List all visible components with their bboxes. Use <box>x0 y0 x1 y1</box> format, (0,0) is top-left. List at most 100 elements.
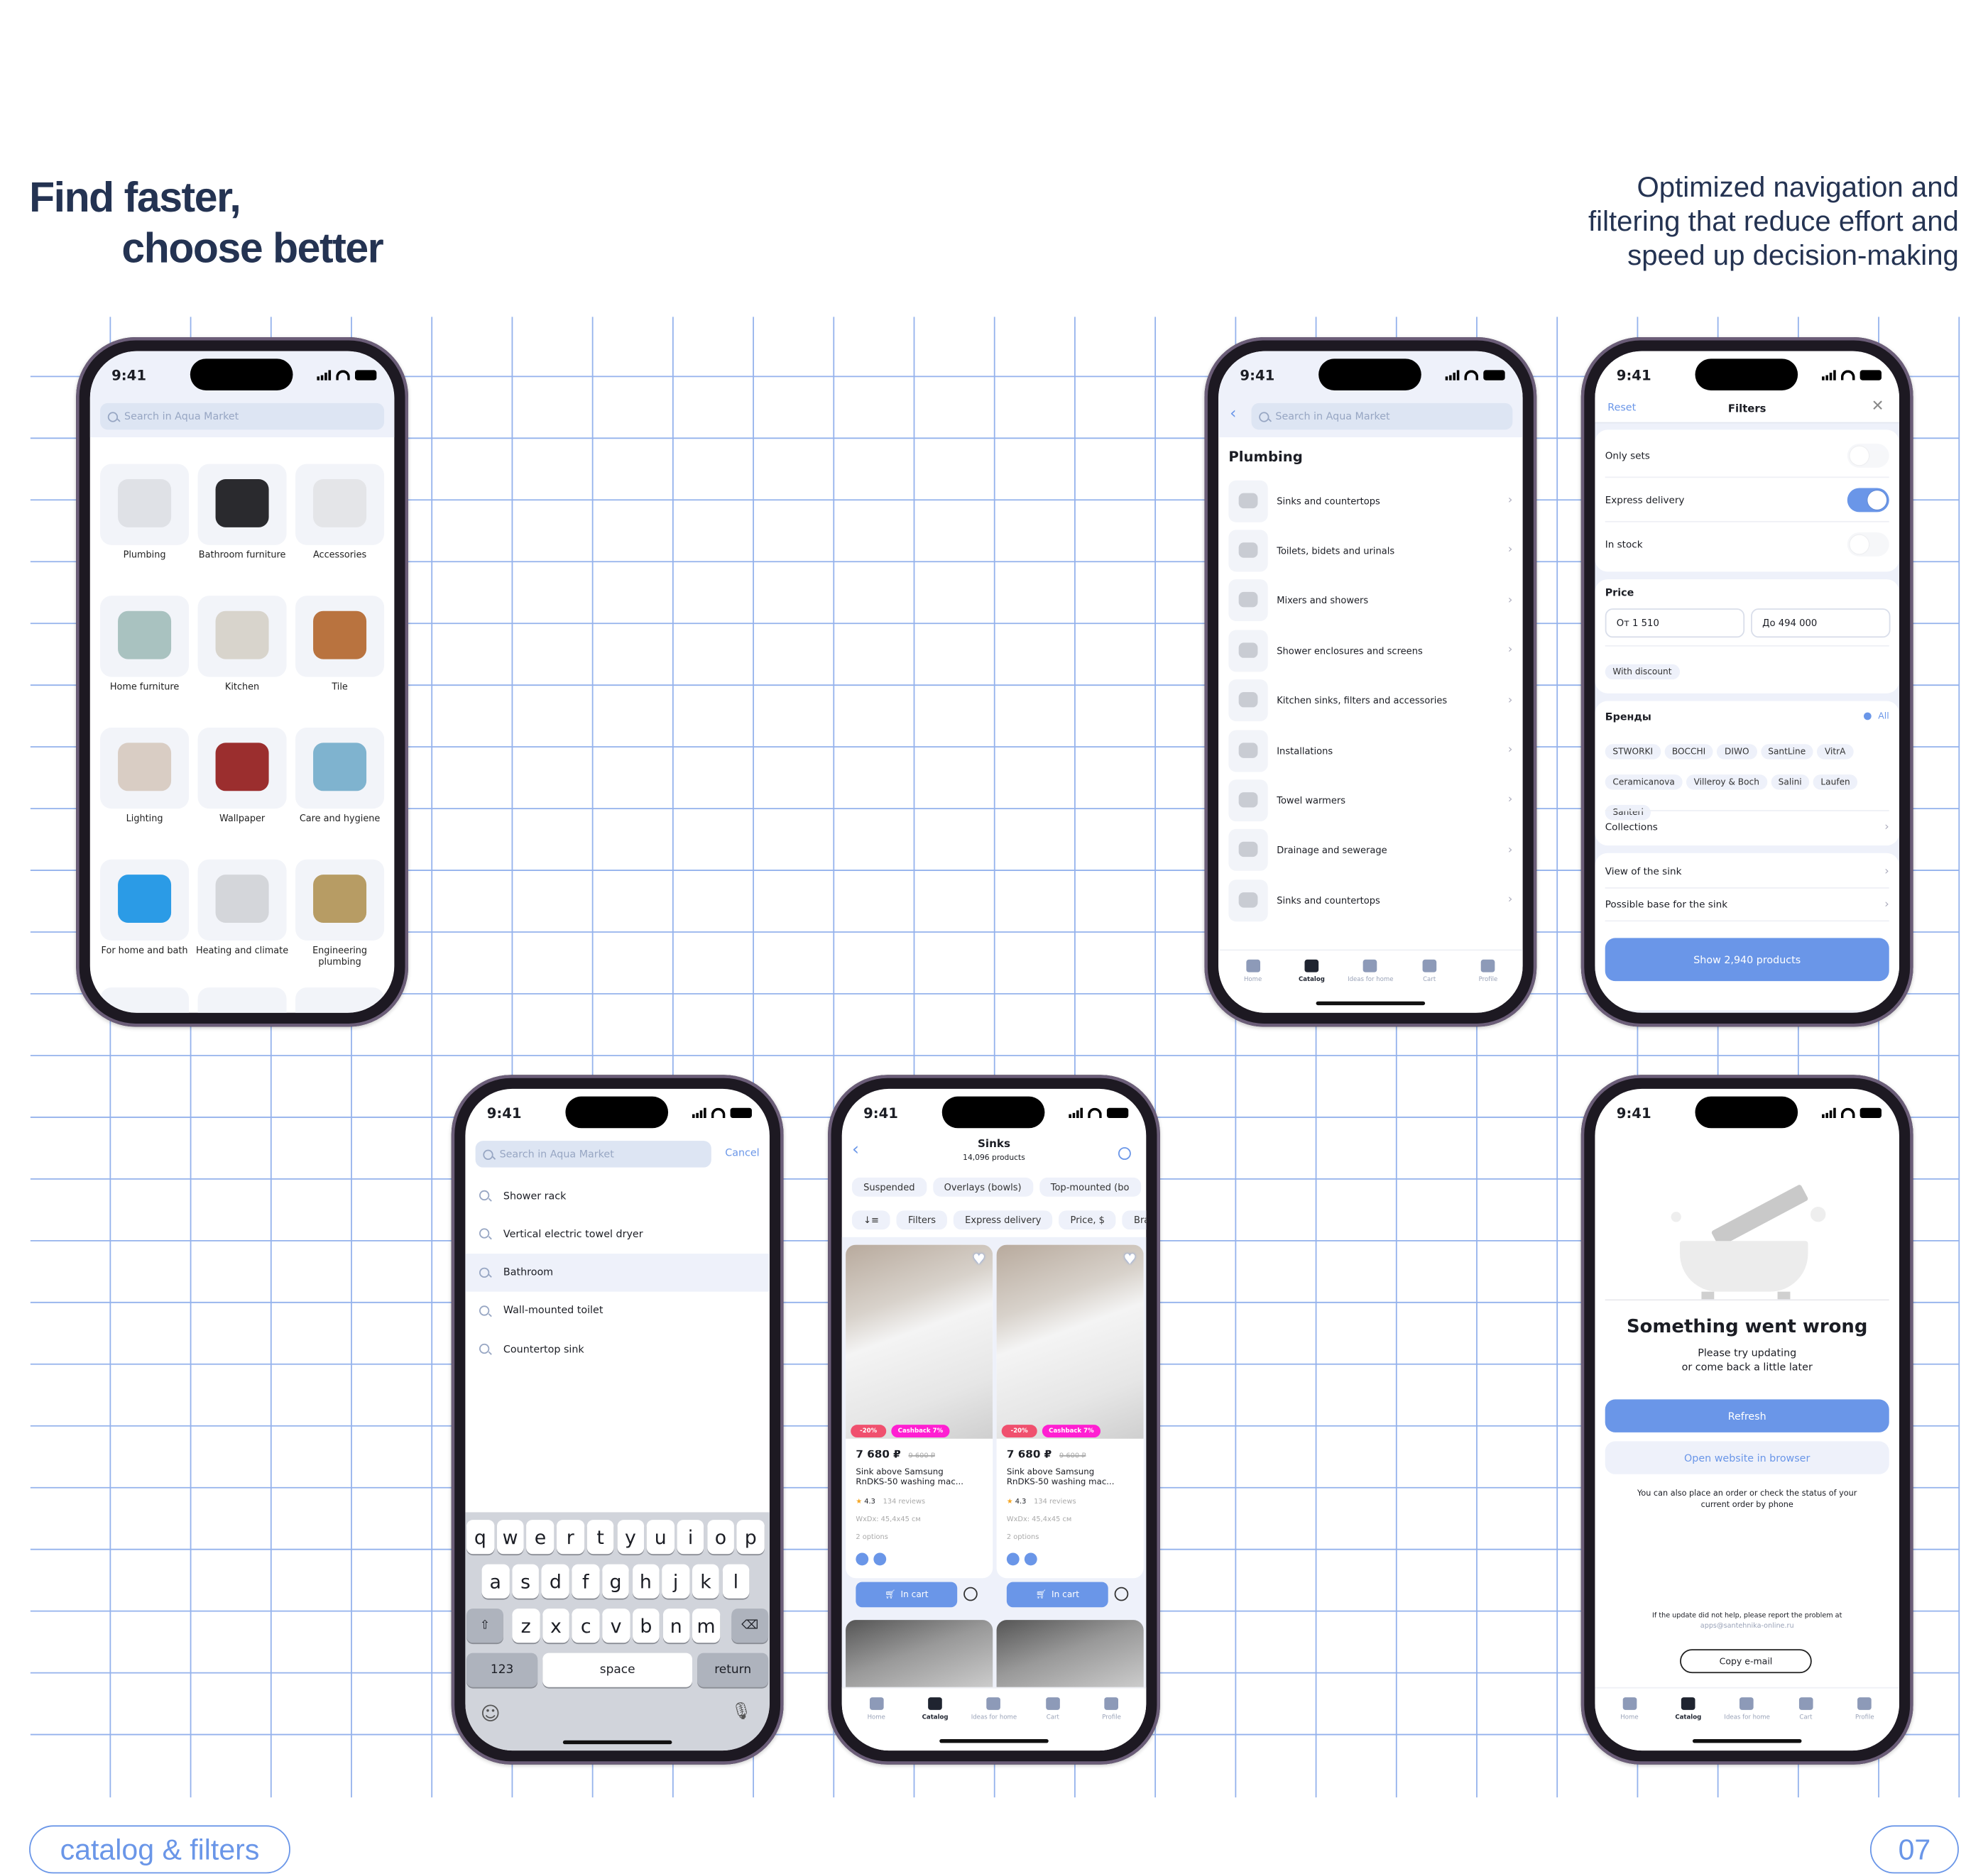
with-discount-chip[interactable]: With discount <box>1605 664 1680 680</box>
category-tile[interactable] <box>295 987 385 1013</box>
key-t[interactable]: t <box>586 1520 614 1555</box>
home-indicator[interactable] <box>1316 1001 1426 1006</box>
product-title[interactable]: RnDKS-50 washing mac... <box>856 1476 964 1487</box>
search-icon[interactable] <box>1118 1147 1131 1160</box>
view-of-sink-row[interactable]: View of the sink› <box>1605 855 1889 889</box>
key-k[interactable]: k <box>692 1564 720 1599</box>
refresh-button[interactable]: Refresh <box>1605 1399 1889 1432</box>
subcategory-row[interactable]: Shower enclosures and screens› <box>1228 629 1512 672</box>
brand-chip[interactable]: DIWO <box>1717 744 1757 760</box>
key-e[interactable]: e <box>526 1520 555 1555</box>
key-o[interactable]: o <box>706 1520 735 1555</box>
tab-ideas-for-home[interactable]: Ideas for home <box>966 1689 1022 1751</box>
type-chip[interactable]: Suspended <box>851 1177 927 1197</box>
product-title[interactable]: RnDKS-50 washing mac... <box>1006 1476 1115 1487</box>
close-icon[interactable]: ✕ <box>1871 396 1884 415</box>
toggle-switch[interactable] <box>1847 487 1889 512</box>
brand-chip[interactable]: Laufen <box>1813 774 1858 790</box>
option-swatch[interactable] <box>856 1552 869 1566</box>
subcategory-row[interactable]: Kitchen sinks, filters and accessories› <box>1228 679 1512 722</box>
key-s[interactable]: s <box>511 1564 540 1599</box>
brand-chip[interactable]: BOCCHI <box>1664 744 1713 760</box>
subcategory-row[interactable]: Mixers and showers› <box>1228 579 1512 623</box>
tab-home[interactable]: Home <box>1602 1689 1658 1751</box>
home-indicator[interactable] <box>1692 1738 1802 1743</box>
key-x[interactable]: x <box>542 1609 570 1643</box>
category-label[interactable]: Engineering plumbing <box>312 944 368 967</box>
key-f[interactable]: f <box>572 1564 599 1599</box>
tab-catalog[interactable]: Catalog <box>907 1689 963 1751</box>
subcategory-row[interactable]: Drainage and sewerage› <box>1228 828 1512 872</box>
tab-cart[interactable]: Cart <box>1402 950 1458 1012</box>
option-swatch[interactable] <box>873 1552 887 1566</box>
suggestion-item[interactable]: Countertop sink <box>465 1330 770 1369</box>
key-c[interactable]: c <box>572 1609 600 1643</box>
key-i[interactable]: i <box>677 1520 704 1555</box>
back-chevron-icon[interactable]: ‹ <box>851 1139 860 1160</box>
price-to-input[interactable]: До 494 000 <box>1751 608 1891 638</box>
filter-chip[interactable]: Bran <box>1122 1210 1147 1230</box>
emoji-icon[interactable]: ☺ <box>480 1702 501 1726</box>
tab-catalog[interactable]: Catalog <box>1284 950 1340 1012</box>
category-label[interactable]: Plumbing <box>123 549 166 561</box>
filter-chip[interactable]: Express delivery <box>954 1210 1053 1230</box>
key-g[interactable]: g <box>601 1564 630 1599</box>
subcategory-row[interactable]: Sinks and countertops› <box>1228 479 1512 522</box>
price-from-input[interactable]: От 1 510 <box>1605 608 1745 638</box>
category-tile[interactable] <box>295 859 385 941</box>
category-tile[interactable] <box>295 596 385 677</box>
subcategory-row[interactable]: Sinks and countertops› <box>1228 879 1512 922</box>
key-d[interactable]: d <box>542 1564 569 1599</box>
backspace-key[interactable]: ⌫ <box>731 1609 769 1643</box>
in-cart-button[interactable]: 🛒︎In cart <box>1006 1582 1108 1608</box>
suggestion-item[interactable]: Vertical electric towel dryer <box>465 1215 770 1253</box>
sort-button[interactable]: ↓≡ <box>851 1210 890 1230</box>
suggestion-item[interactable]: Bathroom <box>465 1253 770 1291</box>
tab-profile[interactable]: Profile <box>1837 1689 1893 1751</box>
key-v[interactable]: v <box>602 1609 630 1643</box>
key-p[interactable]: p <box>737 1520 765 1555</box>
type-chip[interactable]: Overlays (bowls) <box>932 1177 1033 1197</box>
collections-row[interactable]: Collections› <box>1605 810 1889 843</box>
brand-chip[interactable]: SantLine <box>1760 744 1813 760</box>
shift-key[interactable]: ⇧ <box>466 1609 503 1643</box>
suggestion-item[interactable]: Shower rack <box>465 1176 770 1215</box>
key-n[interactable]: n <box>662 1609 690 1643</box>
reset-button[interactable]: Reset <box>1607 402 1637 414</box>
category-tile[interactable] <box>100 987 190 1013</box>
home-indicator[interactable] <box>939 1738 1049 1743</box>
category-tile[interactable] <box>197 859 287 941</box>
support-email[interactable]: apps@santehnika-online.ru <box>1700 1621 1794 1630</box>
key-l[interactable]: l <box>722 1564 750 1599</box>
subcategory-row[interactable]: Toilets, bidets and urinals› <box>1228 529 1512 572</box>
tab-home[interactable]: Home <box>1225 950 1281 1012</box>
category-tile[interactable] <box>100 859 190 941</box>
category-tile[interactable] <box>197 987 287 1013</box>
tab-home[interactable]: Home <box>848 1689 905 1751</box>
tab-catalog[interactable]: Catalog <box>1661 1689 1717 1751</box>
brand-chip[interactable]: Salini <box>1770 774 1810 790</box>
option-swatch[interactable] <box>1006 1552 1020 1566</box>
key-j[interactable]: j <box>662 1564 689 1599</box>
return-key[interactable]: return <box>697 1653 769 1687</box>
product-title[interactable]: Sink above Samsung <box>1006 1467 1095 1477</box>
category-tile[interactable] <box>295 464 385 545</box>
compare-icon[interactable] <box>963 1587 978 1601</box>
key-z[interactable]: z <box>512 1609 540 1643</box>
key-r[interactable]: r <box>557 1520 584 1555</box>
category-tile[interactable] <box>197 464 287 545</box>
product-title[interactable]: Sink above Samsung <box>856 1467 944 1477</box>
key-u[interactable]: u <box>647 1520 674 1555</box>
copy-email-button[interactable]: Copy e-mail <box>1680 1649 1812 1674</box>
brands-all-link[interactable]: All <box>1864 711 1889 721</box>
key-a[interactable]: a <box>481 1564 509 1599</box>
back-chevron-icon[interactable]: ‹ <box>1230 404 1237 424</box>
category-label[interactable]: Home furniture <box>109 680 180 692</box>
category-label[interactable]: Kitchen <box>224 680 260 692</box>
possible-base-row[interactable]: Possible base for the sink› <box>1605 889 1889 922</box>
category-tile[interactable] <box>100 596 190 677</box>
filters-button[interactable]: Filters <box>896 1210 948 1230</box>
tab-cart[interactable]: Cart <box>1025 1689 1081 1751</box>
favorite-heart-icon[interactable]: ♥ <box>1123 1251 1136 1268</box>
brand-chip[interactable]: STWORKI <box>1605 744 1661 760</box>
